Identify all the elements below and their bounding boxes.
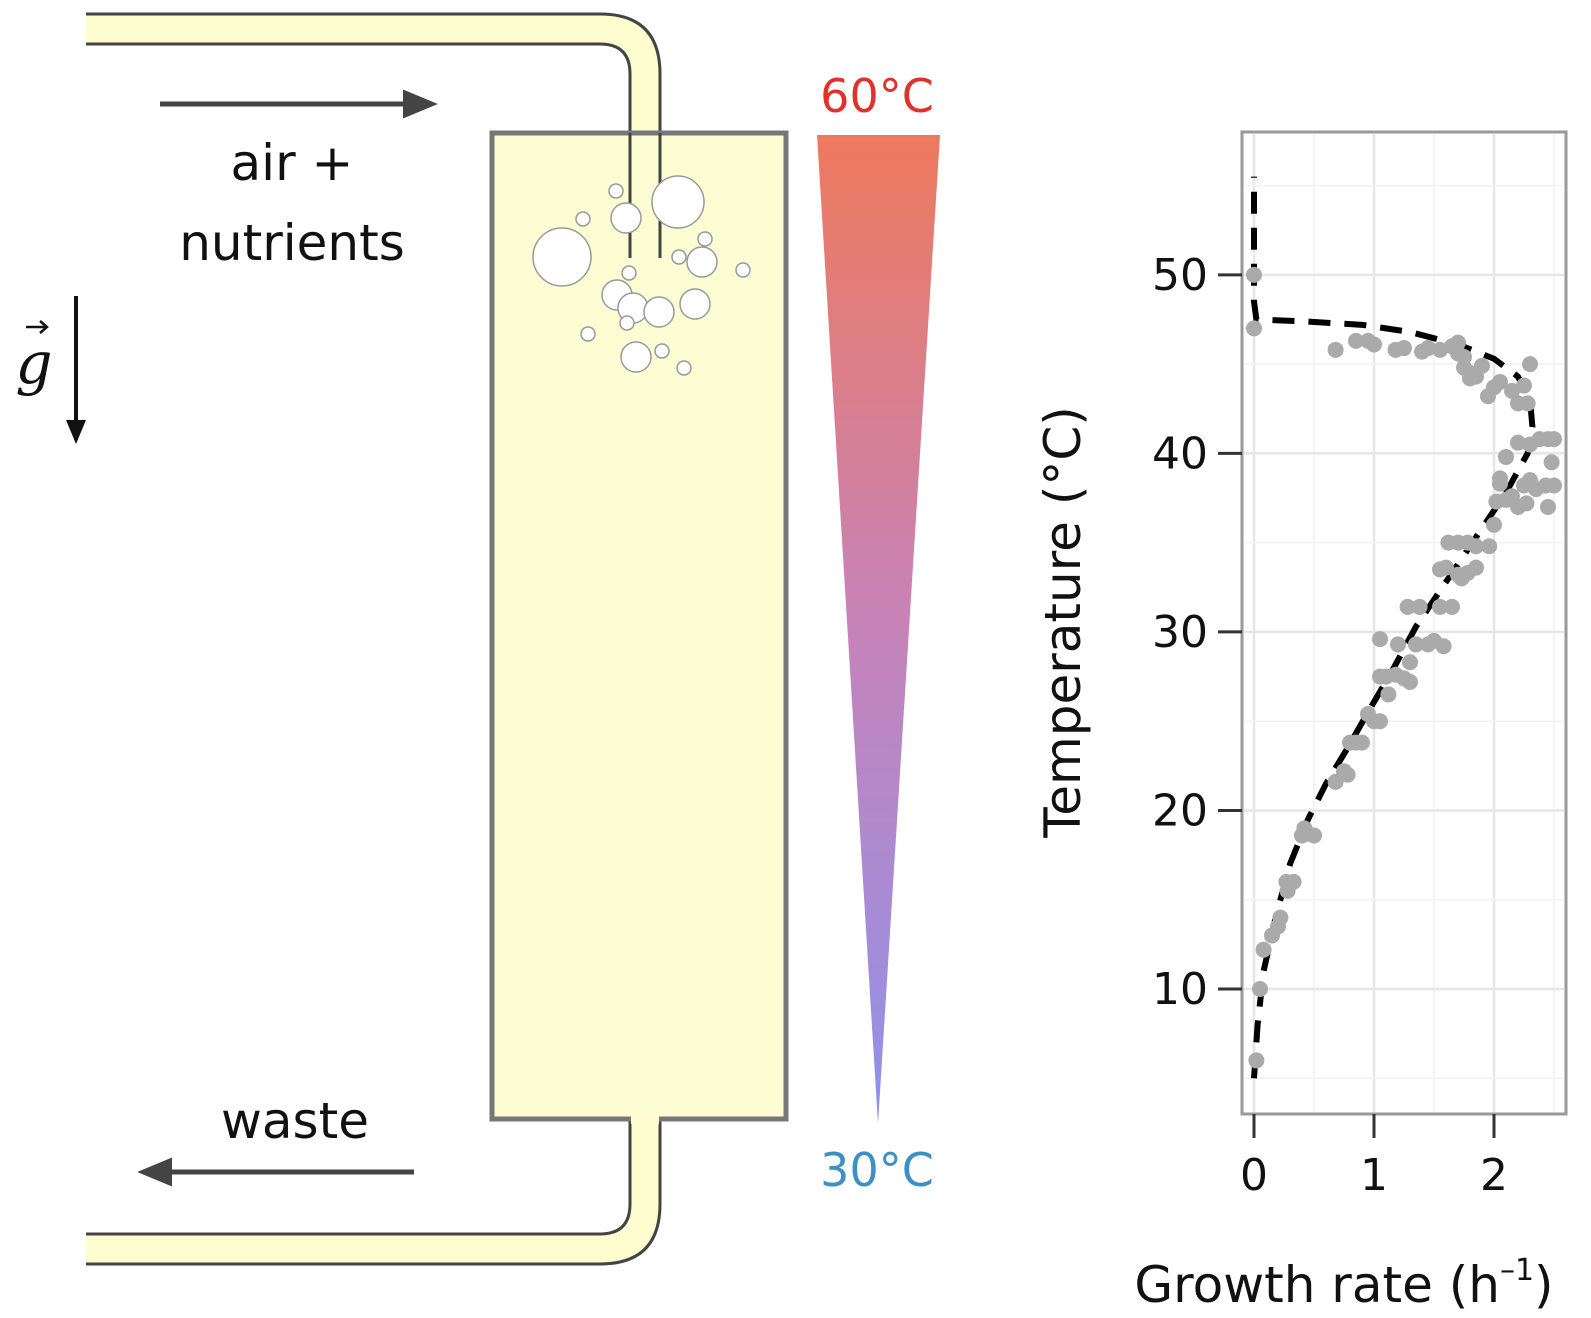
data-point <box>1516 377 1532 394</box>
inflow-label-line2: nutrients <box>179 214 405 272</box>
plot-panel <box>1240 130 1568 1116</box>
growth-rate-chart: 10 20 30 40 50 0 1 2 Temperature (°C) Growth ra… <box>1034 130 1568 1314</box>
data-point <box>1546 431 1562 448</box>
data-point <box>1354 734 1370 751</box>
x-axis-label-suffix: ) <box>1534 1256 1554 1314</box>
data-point <box>1468 538 1484 555</box>
x-axis-label-main: Growth rate (h <box>1134 1256 1500 1314</box>
y-tick-label: 50 <box>1152 250 1208 301</box>
data-point <box>1462 365 1478 382</box>
data-point <box>1278 873 1295 890</box>
data-point <box>1372 631 1388 648</box>
y-tick-label: 40 <box>1152 428 1208 479</box>
data-point <box>1402 654 1418 671</box>
outflow-label: waste <box>221 1092 369 1150</box>
data-point <box>1450 334 1466 351</box>
data-point <box>1432 341 1448 358</box>
data-point <box>1522 436 1538 453</box>
data-point <box>1272 909 1289 926</box>
gravity-symbol: g <box>15 329 52 397</box>
x-axis-label-superscript: –1 <box>1500 1253 1534 1288</box>
data-point <box>1408 636 1424 653</box>
data-point <box>1248 1052 1265 1069</box>
x-tick-label: 2 <box>1480 1150 1508 1201</box>
inlet-pipe <box>86 12 662 258</box>
x-tick-label: 1 <box>1360 1150 1388 1201</box>
temperature-gradient-wedge <box>817 135 940 1124</box>
data-point <box>1492 470 1508 487</box>
data-point <box>1504 382 1520 399</box>
grid <box>1244 134 1564 1112</box>
data-point <box>1372 713 1388 730</box>
data-point <box>1432 598 1448 615</box>
data-point <box>1456 348 1472 365</box>
fit-curve <box>1251 176 1536 1079</box>
data-point <box>1543 454 1560 471</box>
data-point <box>1255 941 1272 958</box>
data-point <box>1510 434 1526 451</box>
bioreactor-tank <box>489 130 789 1122</box>
data-point <box>1540 498 1556 515</box>
data-point <box>1380 686 1397 703</box>
y-tick-label: 20 <box>1152 785 1208 836</box>
data-point <box>1546 477 1562 494</box>
data-point <box>1481 538 1498 555</box>
data-point <box>1474 357 1490 374</box>
fit-curve-layer <box>1251 176 1536 1079</box>
data-point <box>1390 636 1406 653</box>
x-tick-label: 0 <box>1240 1150 1268 1201</box>
data-point <box>1492 373 1508 390</box>
axes: 10 20 30 40 50 0 1 2 <box>1152 250 1508 1201</box>
data-point <box>1438 559 1454 576</box>
y-tick-label: 10 <box>1152 964 1208 1015</box>
data-point <box>1411 598 1428 615</box>
data-point <box>1246 320 1262 337</box>
data-point <box>1468 559 1484 576</box>
data-point <box>1387 341 1404 358</box>
data-point <box>1339 766 1356 783</box>
gradient-bottom-label: 30°C <box>820 1143 934 1197</box>
data-point <box>1402 673 1418 690</box>
data-point <box>1435 638 1452 655</box>
gradient-top-label: 60°C <box>820 69 934 123</box>
data-point <box>1252 981 1268 998</box>
data-point <box>1360 332 1376 349</box>
data-point <box>1348 332 1364 349</box>
data-point <box>1518 495 1535 512</box>
data-point <box>1444 598 1460 615</box>
data-point <box>1498 448 1514 465</box>
data-point <box>1399 598 1416 615</box>
data-point <box>1486 516 1502 533</box>
data-point <box>1306 827 1322 844</box>
data-points <box>1246 266 1562 1069</box>
data-point <box>1327 341 1344 358</box>
vector-arrow-accent <box>26 320 49 334</box>
y-tick-label: 30 <box>1152 607 1208 658</box>
data-point <box>1327 773 1344 790</box>
data-point <box>1414 343 1430 360</box>
outlet-stub-fill <box>631 1116 659 1124</box>
gravity-vector: g <box>15 296 86 444</box>
inflow-label-line1: air + <box>231 134 354 192</box>
outlet-pipe <box>86 1110 662 1266</box>
x-axis-label: Growth rate (h–1) <box>1134 1253 1553 1314</box>
air-bubbles <box>532 175 751 376</box>
data-point <box>1522 356 1538 373</box>
data-point <box>1246 266 1262 283</box>
data-point <box>1519 395 1536 412</box>
y-axis-label: Temperature (°C) <box>1034 406 1092 839</box>
